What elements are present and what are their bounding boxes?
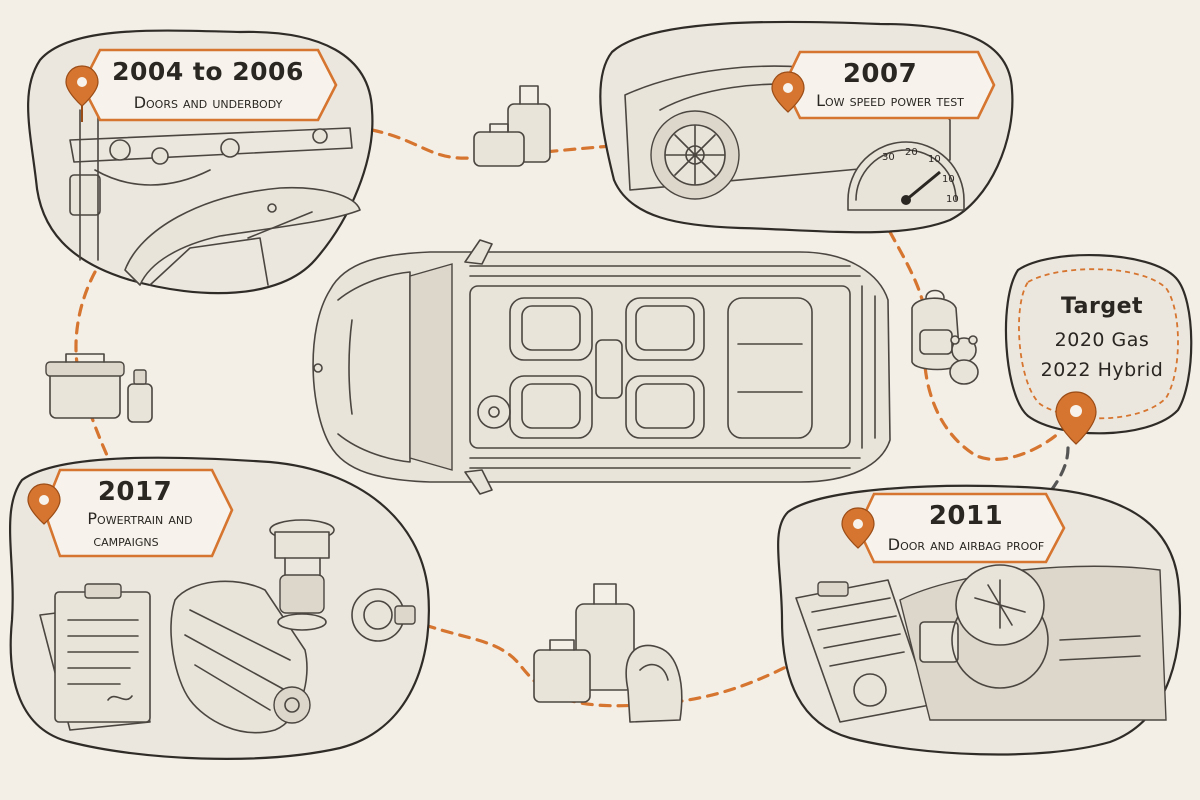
map-pin-icon bbox=[841, 507, 875, 549]
milestone-2007-panel: 30 20 10 10 10 2007 Low speed power test bbox=[599, 20, 1014, 234]
milestone-2017-subtitle-line-1: Powertrain and bbox=[87, 509, 192, 528]
bottle-icon bbox=[127, 369, 153, 423]
tailgate-icon bbox=[124, 186, 361, 286]
transmission-icon bbox=[170, 580, 311, 734]
milestone-2017-panel: 2017 Powertrain and campaigns bbox=[9, 456, 430, 760]
clipboard-icon bbox=[39, 583, 151, 731]
map-pin-icon bbox=[1055, 391, 1097, 445]
milestone-2007-tag: 2007 Low speed power test bbox=[782, 50, 996, 120]
airbag-icon bbox=[955, 564, 1045, 646]
milestone-2011-panel: 2011 Door and airbag proof bbox=[777, 484, 1181, 756]
milestone-2007-year: 2007 bbox=[843, 59, 917, 89]
target-line-2: 2022 Hybrid bbox=[1041, 359, 1164, 381]
speedo-tick-1: 30 bbox=[882, 152, 895, 163]
milestone-2007-subtitle: Low speed power test bbox=[816, 91, 964, 110]
speedo-tick-4: 10 bbox=[942, 174, 955, 185]
milestone-2017-tag: 2017 Powertrain and campaigns bbox=[42, 468, 234, 558]
map-pin-icon bbox=[771, 71, 805, 113]
fuel-pump-icon bbox=[269, 519, 335, 631]
map-pin-icon bbox=[65, 65, 99, 122]
speedo-tick-5: 10 bbox=[946, 194, 959, 205]
milestone-2011-tag: 2011 Door and airbag proof bbox=[856, 492, 1066, 564]
cooler-icon bbox=[45, 353, 125, 419]
door-mechanism-icon bbox=[69, 109, 353, 261]
milestone-2004-panel: 2004 to 2006 Doors and underbody bbox=[27, 29, 374, 295]
luggage-icon bbox=[473, 85, 551, 167]
pump-part-icon bbox=[351, 588, 416, 642]
speedometer-icon: 30 20 10 10 10 bbox=[847, 141, 965, 211]
milestone-2004-tag: 2004 to 2006 Doors and underbody bbox=[80, 48, 338, 122]
milestone-2017-subtitle-line-2: campaigns bbox=[93, 531, 158, 550]
milestone-2011-subtitle: Door and airbag proof bbox=[888, 535, 1045, 554]
backpack-icon bbox=[911, 289, 961, 371]
clipboard-icon bbox=[795, 579, 931, 723]
luggage-icon bbox=[533, 583, 635, 703]
milestone-2004-year: 2004 to 2006 bbox=[112, 57, 304, 86]
child-seat-icon bbox=[625, 644, 683, 723]
teddy-bear-icon bbox=[949, 335, 979, 385]
map-pin-icon bbox=[27, 483, 61, 525]
milestone-2011-year: 2011 bbox=[929, 501, 1003, 531]
target-line-1: 2020 Gas bbox=[1055, 329, 1150, 351]
speedo-tick-2: 20 bbox=[905, 147, 918, 158]
target-title: Target bbox=[1061, 294, 1143, 319]
milestone-2004-subtitle: Doors and underbody bbox=[134, 93, 283, 112]
speedo-tick-3: 10 bbox=[928, 154, 941, 165]
target-panel: Target 2020 Gas 2022 Hybrid bbox=[1004, 253, 1193, 445]
wheel-icon bbox=[650, 110, 740, 200]
minivan-topview-icon bbox=[312, 239, 891, 495]
milestone-2017-year: 2017 bbox=[98, 477, 172, 507]
